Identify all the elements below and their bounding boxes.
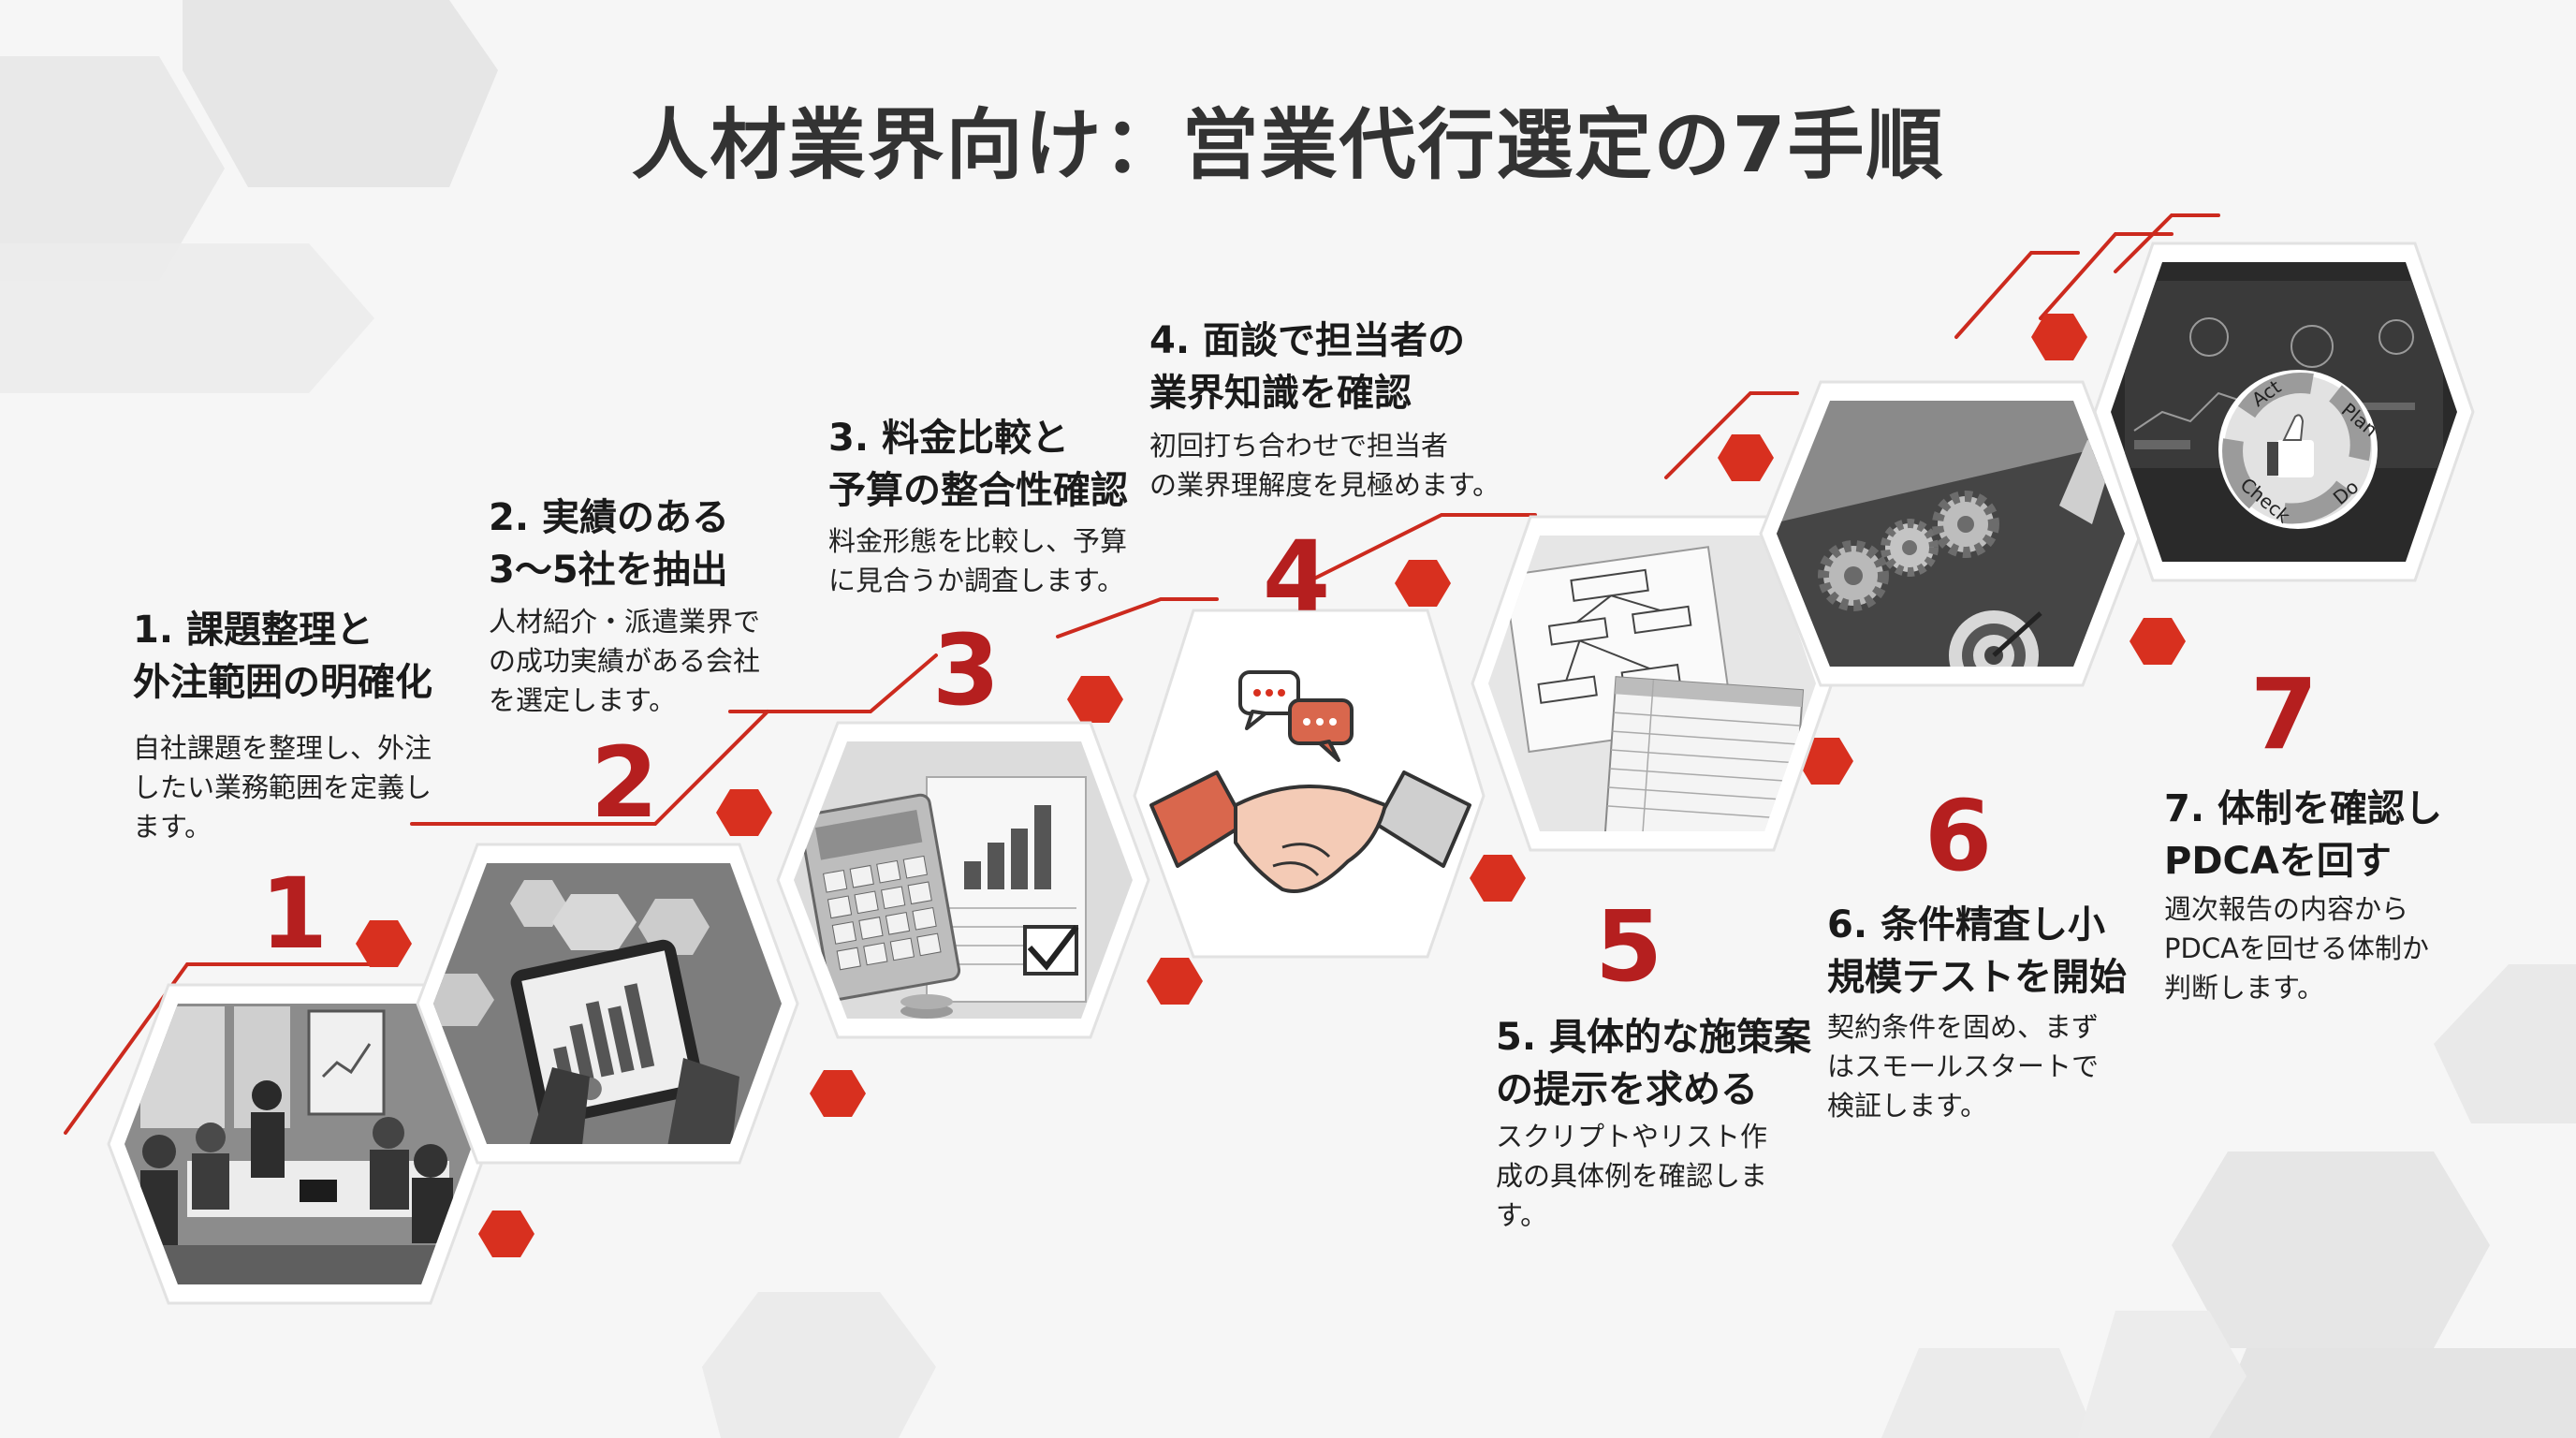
step-2-heading: 2. 実績のある 3〜5社を抽出 bbox=[489, 496, 729, 592]
step-6-heading: 6. 条件精査し小 規模テストを開始 bbox=[1827, 903, 2127, 999]
step-4-heading: 4. 面談で担当者の 業界知識を確認 bbox=[1149, 319, 1465, 415]
step-1-heading: 1. 課題整理と 外注範囲の明確化 bbox=[133, 609, 432, 704]
step-5-description: スクリプトやリスト作 成の具体例を確認しま す。 bbox=[1496, 1121, 1768, 1231]
pdca-cycle-image: Act Plan Check Do bbox=[2093, 242, 2475, 582]
tablet-chart-image bbox=[416, 843, 799, 1165]
step-7-number: 7 bbox=[2249, 657, 2319, 771]
step-1-number: 1 bbox=[259, 857, 329, 971]
accent-hexagons bbox=[356, 314, 2186, 1257]
step-2-description: 人材紹介・派遣業界で の成功実績がある会社 を選定します。 bbox=[489, 606, 761, 716]
step-2-number: 2 bbox=[590, 726, 659, 840]
step-1-description: 自社課題を整理し、外注 したい業務範囲を定義し ます。 bbox=[133, 732, 432, 843]
step-6-number: 6 bbox=[1924, 779, 1993, 893]
step-4-number: 4 bbox=[1262, 520, 1331, 634]
page-title: 人材業界向け：営業代行選定の7手順 bbox=[631, 101, 1945, 190]
connector-lines bbox=[64, 213, 2220, 1135]
calculator-image bbox=[776, 721, 1150, 1039]
handshake-icon bbox=[1133, 609, 1486, 959]
step-3-description: 料金形態を比較し、予算 に見合うか調査します。 bbox=[828, 525, 1128, 596]
step-3-number: 3 bbox=[931, 613, 1001, 727]
step-5-heading: 5. 具体的な施策案 の提示を求める bbox=[1496, 1016, 1811, 1111]
step-7-heading: 7. 体制を確認し PDCAを回す bbox=[2164, 787, 2442, 883]
step-3-heading: 3. 料金比較と 予算の整合性確認 bbox=[828, 417, 1128, 512]
gears-target-image bbox=[1759, 380, 2143, 687]
meeting-room-image bbox=[107, 983, 490, 1305]
step-4-description: 初回打ち合わせで担当者 の業界理解度を見極めます。 bbox=[1149, 430, 1500, 501]
flowchart-notebook-image bbox=[1471, 515, 1834, 852]
step-7-description: 週次報告の内容から PDCAを回せる体制か 判断します。 bbox=[2164, 893, 2429, 1004]
step-6-description: 契約条件を固め、まず はスモールスタートで 検証します。 bbox=[1827, 1011, 2100, 1122]
step-5-number: 5 bbox=[1594, 889, 1663, 1004]
